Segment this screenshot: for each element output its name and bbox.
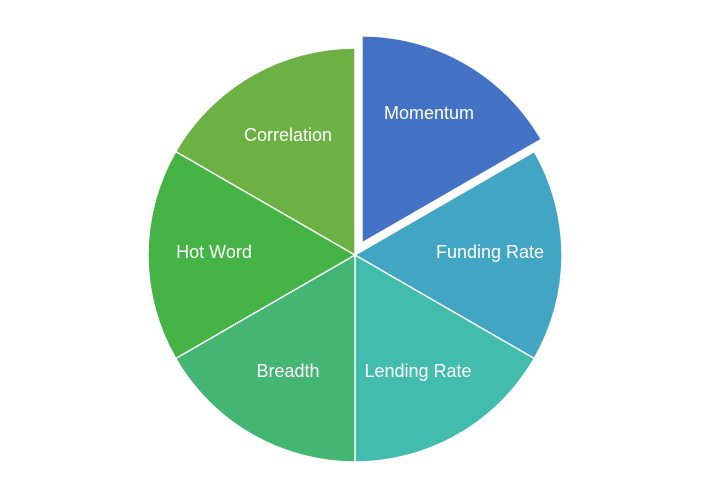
pie-label-funding-rate: Funding Rate [436, 242, 544, 262]
pie-label-lending-rate: Lending Rate [364, 361, 471, 381]
pie-slice-correlation[interactable] [175, 47, 356, 256]
pie-label-hot-word: Hot Word [176, 242, 252, 262]
pie-slices-group [147, 35, 563, 463]
pie-label-correlation: Correlation [244, 125, 332, 145]
pie-label-momentum: Momentum [384, 103, 474, 123]
pie-slice-funding-rate[interactable] [354, 150, 563, 360]
pie-slice-lending-rate[interactable] [354, 254, 535, 463]
pie-slice-hot-word[interactable] [147, 150, 356, 360]
pie-slice-breadth[interactable] [175, 254, 356, 463]
pie-label-breadth: Breadth [256, 361, 319, 381]
pie-slice-momentum[interactable] [361, 35, 542, 244]
